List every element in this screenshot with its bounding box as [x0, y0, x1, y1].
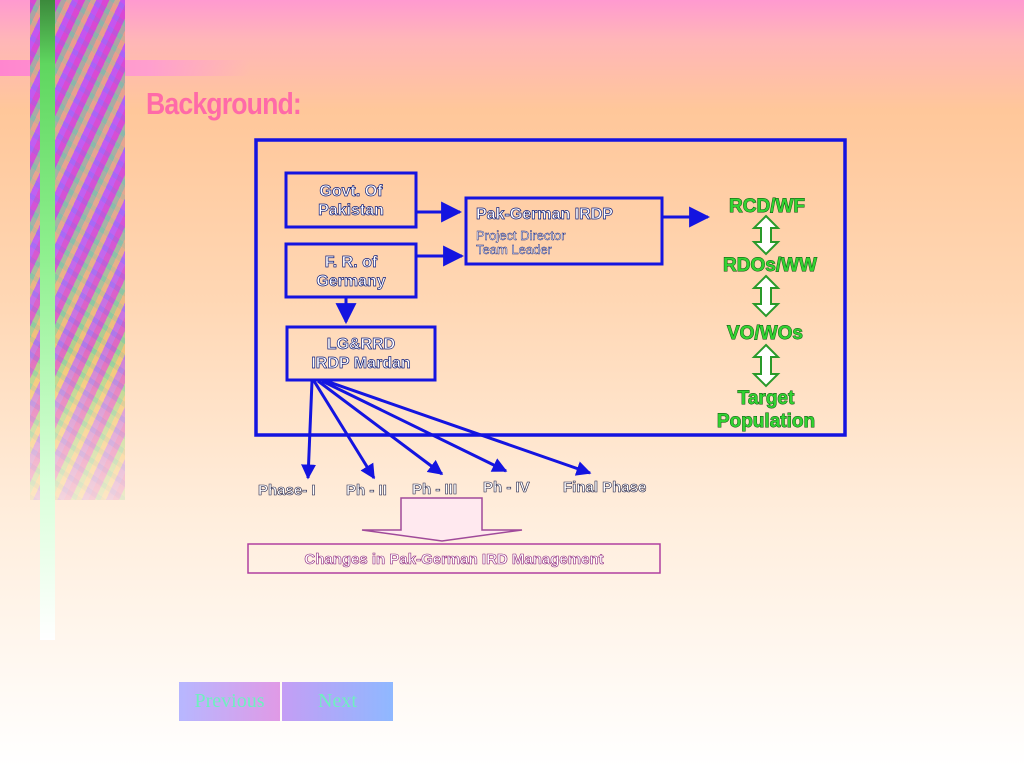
- double-arrow-rcd-rdos: [751, 214, 781, 256]
- label-rcd-wf: RCD/WF: [729, 196, 805, 217]
- govt-line-2: Pakistan: [318, 202, 384, 219]
- label-target-line-2: Population: [717, 411, 815, 432]
- irdp-project-director: Project Director: [476, 228, 566, 243]
- fr-line-1: F. R. of: [325, 254, 378, 271]
- govt-line-1: Govt. Of: [319, 183, 383, 200]
- next-button[interactable]: Next: [282, 682, 393, 721]
- phase-label-1: Phase- I: [258, 482, 316, 499]
- slide-title: Background:: [146, 86, 302, 121]
- label-target-line-1: Target: [738, 388, 795, 409]
- phase-label-4: Ph - IV: [483, 479, 530, 496]
- fr-line-2: Germany: [316, 273, 385, 290]
- green-accent-bar: [40, 0, 55, 640]
- box-changes: Changes in Pak-German IRD Management: [247, 543, 661, 574]
- previous-button[interactable]: Previous: [179, 682, 280, 721]
- arrow-to-phase-3: [317, 379, 444, 476]
- double-arrow-vo-target: [751, 343, 781, 388]
- double-arrow-rdos-vo: [751, 274, 781, 318]
- label-vo-wos: VO/WOs: [727, 323, 803, 344]
- phase-label-final: Final Phase: [563, 479, 646, 496]
- diagram-frame: [254, 138, 847, 437]
- label-rdos-ww: RDOs/WW: [723, 255, 817, 276]
- arrow-to-phase-1: [301, 380, 317, 480]
- irdp-title: Pak-German IRDP: [476, 206, 613, 223]
- box-fr-germany: F. R. of Germany: [284, 242, 418, 299]
- box-govt-pakistan: Govt. Of Pakistan: [284, 171, 418, 229]
- box-pak-german-irdp: Pak-German IRDP Project Director Team Le…: [464, 196, 664, 266]
- phase-label-3: Ph - III: [412, 481, 457, 498]
- lgrrd-line-2: IRDP Mardan: [311, 355, 410, 372]
- arrow-to-phase-4: [321, 379, 508, 473]
- irdp-team-leader: Team Leader: [476, 242, 553, 257]
- down-arrow-to-changes: [361, 497, 523, 542]
- arrow-to-final-phase: [325, 379, 592, 476]
- box-lgrrd-irdp-mardan: LG&RRD IRDP Mardan: [285, 325, 437, 382]
- arrow-to-phase-2: [312, 380, 376, 480]
- lgrrd-line-1: LG&RRD: [327, 336, 395, 353]
- phase-label-2: Ph - II: [346, 482, 387, 499]
- changes-label: Changes in Pak-German IRD Management: [304, 551, 603, 568]
